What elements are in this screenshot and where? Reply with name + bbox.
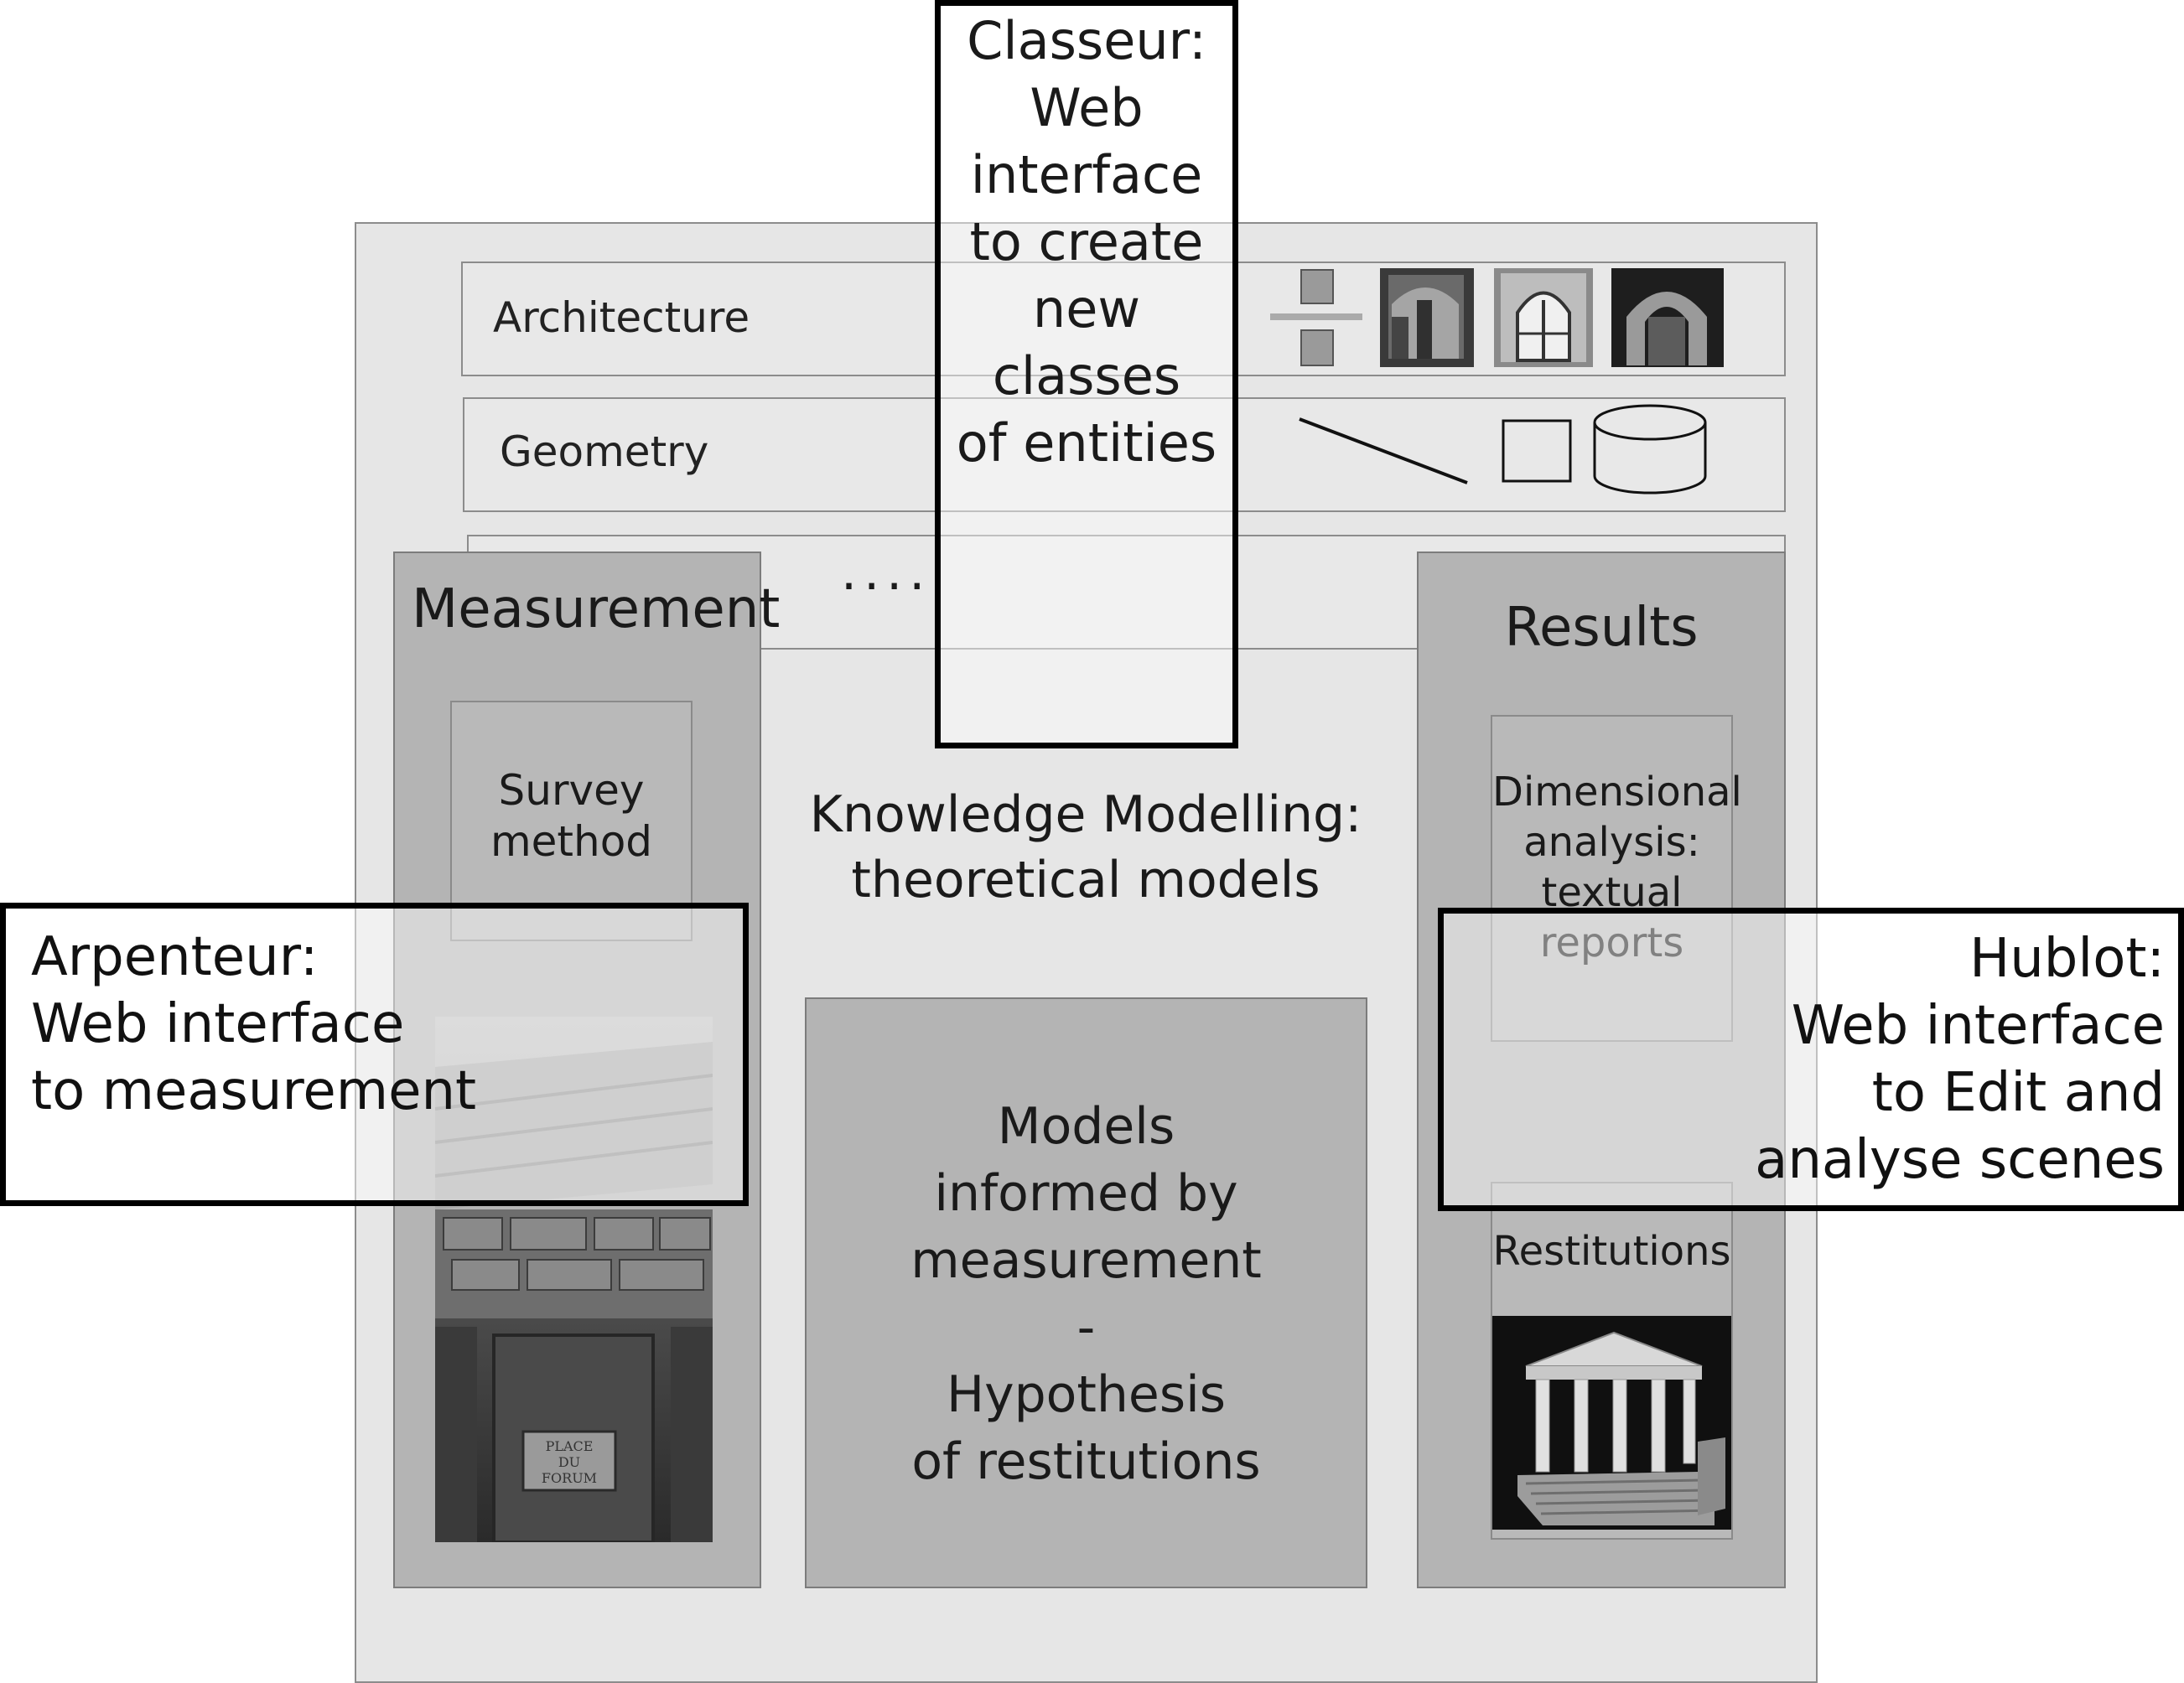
stacked-blocks-icon	[1270, 269, 1362, 366]
survey-line-1: Survey	[498, 766, 645, 815]
geometry-band: Geometry	[463, 397, 1786, 512]
knowledge-modelling-text: Knowledge Modelling: theoretical models	[784, 782, 1388, 913]
arpenteur-overlay: Arpenteur: Web interface to measurement	[0, 903, 749, 1206]
results-column: Results Dimensional analysis: textual re…	[1417, 552, 1786, 1588]
cylinder-icon	[1593, 404, 1707, 495]
line-icon	[1299, 417, 1468, 484]
knowledge-line-2: theoretical models	[851, 851, 1320, 909]
restitutions-box: Restitutions	[1491, 1182, 1733, 1540]
photo-sign-line-1: PLACE	[546, 1438, 594, 1454]
classeur-line-3: interface	[970, 144, 1203, 205]
models-line-2: informed by	[934, 1164, 1238, 1223]
arpenteur-line-2: Web interface	[31, 993, 405, 1055]
models-line-4: -	[1076, 1298, 1096, 1357]
hublot-line-4: analyse scenes	[1755, 1129, 2165, 1191]
results-title: Results	[1504, 597, 1699, 659]
measurement-title: Measurement	[412, 578, 781, 640]
architecture-label: Architecture	[493, 293, 750, 342]
arpenteur-line-3: to measurement	[31, 1060, 477, 1122]
arcade-photo-icon	[1380, 268, 1474, 367]
measurement-column: Measurement Survey method	[393, 552, 780, 1588]
classeur-line-5: new	[1032, 278, 1141, 339]
hublot-overlay: Hublot: Web interface to Edit and analys…	[1438, 908, 2184, 1211]
models-line-6: of restitutions	[911, 1432, 1261, 1491]
arch-photo-icon	[1611, 268, 1724, 367]
classeur-line-1: Classeur:	[967, 10, 1206, 71]
survey-line-2: method	[490, 817, 653, 866]
models-line-3: measurement	[910, 1231, 1262, 1290]
hublot-line-3: to Edit and	[1871, 1062, 2165, 1124]
models-line-5: Hypothesis	[946, 1365, 1227, 1424]
survey-method-box: Survey method	[450, 701, 693, 941]
models-box: Models informed by measurement - Hypothe…	[805, 997, 1367, 1588]
hublot-line-2: Web interface	[1791, 995, 2165, 1057]
photo-sign-line-3: FORUM	[542, 1470, 597, 1486]
measurement-photo: PLACE DU FORUM	[435, 1017, 713, 1542]
hublot-line-1: Hublot:	[1969, 928, 2165, 990]
classeur-overlay: Classeur: Web interface to create new cl…	[935, 0, 1238, 748]
geometry-icons	[1299, 404, 1707, 495]
knowledge-line-1: Knowledge Modelling:	[809, 785, 1362, 844]
dimensional-line-2: analysis:	[1523, 819, 1700, 866]
ellipsis-label: ....	[841, 543, 932, 602]
architecture-icons	[1270, 268, 1724, 367]
geometry-label: Geometry	[500, 427, 709, 476]
dimensional-line-4: reports	[1539, 919, 1684, 966]
dimensional-line-1: Dimensional	[1492, 769, 1742, 816]
classeur-line-4: to create	[969, 211, 1204, 272]
arpenteur-line-1: Arpenteur:	[31, 926, 319, 988]
classeur-line-6: classes	[992, 345, 1181, 407]
restitutions-label: Restitutions	[1492, 1228, 1731, 1275]
classeur-line-2: Web	[1030, 77, 1144, 138]
models-line-1: Models	[997, 1097, 1175, 1156]
photo-sign-line-2: DU	[558, 1454, 580, 1470]
gothic-window-icon	[1494, 268, 1593, 367]
square-icon	[1502, 419, 1572, 483]
classeur-line-7: of entities	[956, 412, 1217, 474]
temple-render-image	[1492, 1316, 1731, 1530]
